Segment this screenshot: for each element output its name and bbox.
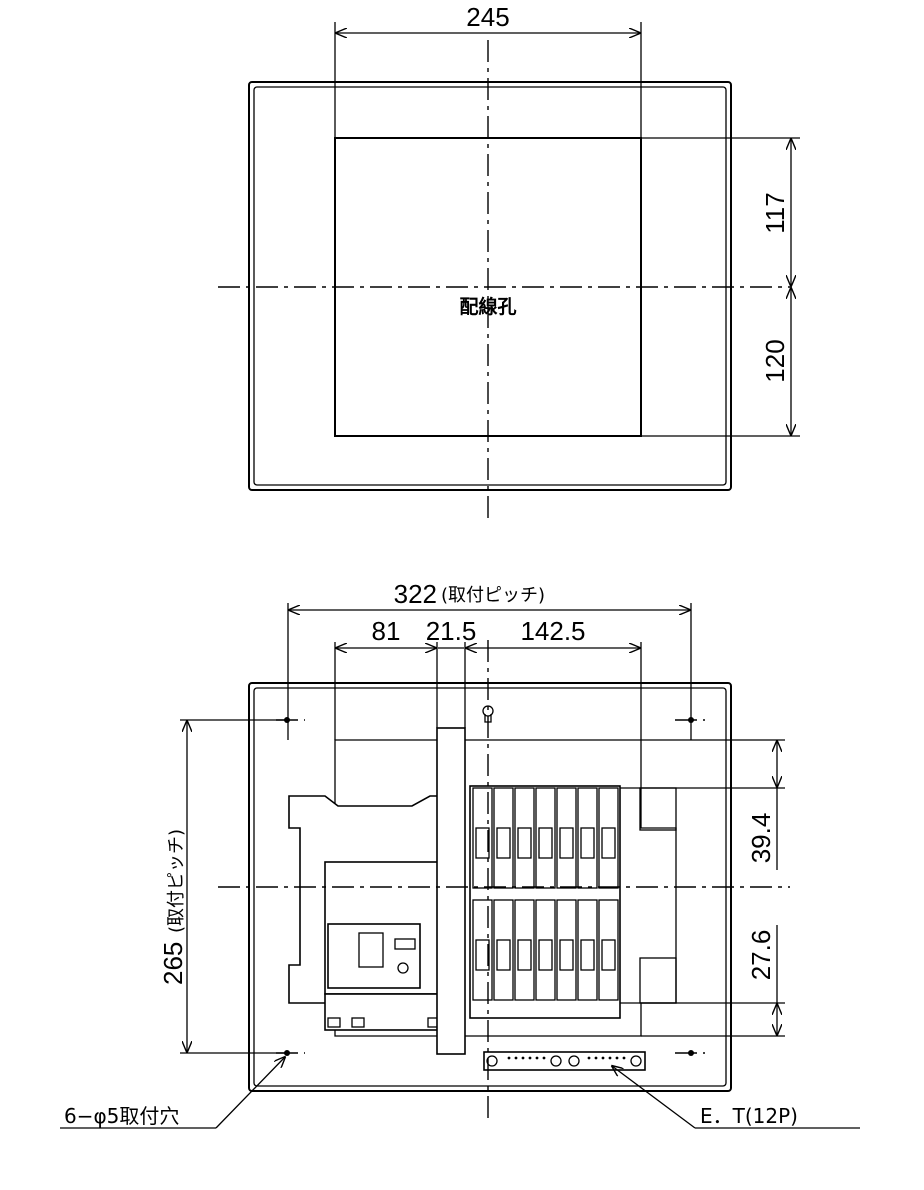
dim-c-label: 142.5	[520, 616, 585, 646]
branch-breaker-handle	[496, 939, 511, 971]
earth-terminal-label: E．T(12P)	[700, 1104, 798, 1128]
branch-breaker	[556, 899, 577, 1001]
top-inner-frame	[253, 86, 727, 486]
leader-mounting-holes	[215, 1057, 285, 1129]
branch-breaker	[493, 899, 514, 1001]
branch-breaker-handle	[538, 827, 553, 859]
branch-breaker	[577, 899, 598, 1001]
branch-breaker-handle	[538, 939, 553, 971]
branch-breaker-handle	[475, 939, 490, 971]
terminal-screw	[550, 1055, 562, 1067]
terminal-point	[587, 1056, 591, 1060]
branch-breaker	[556, 787, 577, 889]
earth-terminal-screws	[486, 1055, 642, 1067]
dim-pitch-h-note: (取付ピッチ)	[441, 585, 545, 606]
terminal-point	[594, 1056, 598, 1060]
breaker-foot-left	[327, 1017, 341, 1028]
plate-tab-upper	[639, 787, 677, 831]
branch-breaker	[514, 899, 535, 1001]
test-button	[394, 938, 416, 950]
terminal-point	[535, 1056, 539, 1060]
branch-breaker-handle	[580, 827, 595, 859]
indicator-lamp	[397, 962, 409, 974]
breaker-panel	[327, 923, 421, 989]
terminal-screw	[486, 1055, 498, 1067]
earth-terminal-strip	[483, 1051, 646, 1071]
branch-breaker	[598, 787, 619, 889]
mounting-holes-label: 6−φ5取付穴	[64, 1104, 179, 1128]
branch-breaker-handle	[496, 827, 511, 859]
terminal-screw	[630, 1055, 642, 1067]
branch-breaker	[472, 899, 493, 1001]
branch-breakers-lower-row	[472, 899, 619, 1001]
branch-breaker	[598, 899, 619, 1001]
terminal-point	[608, 1056, 612, 1060]
branch-breaker	[493, 787, 514, 889]
mounting-hole-top-right	[675, 717, 705, 723]
branch-breaker	[535, 899, 556, 1001]
dim-pitch-v-label: 265	[158, 942, 188, 985]
terminal-point	[542, 1056, 546, 1060]
terminal-point	[528, 1056, 532, 1060]
terminal-point	[521, 1056, 525, 1060]
breaker-foot-mid	[351, 1017, 365, 1028]
branch-breaker-handle	[559, 939, 574, 971]
terminal-point	[622, 1056, 626, 1060]
dim-width-label: 245	[466, 2, 509, 32]
breaker-handle	[358, 932, 384, 968]
wiring-hole-label: 配線孔	[459, 295, 516, 318]
leader-earth-terminal	[612, 1066, 696, 1129]
front-view: 322 (取付ピッチ) 81 21.5 142.5 265 (取付ピッチ) 39…	[60, 579, 860, 1129]
terminal-point	[514, 1056, 518, 1060]
dim-d-label: 39.4	[746, 813, 776, 864]
branch-breaker-handle	[580, 939, 595, 971]
branch-breaker	[577, 787, 598, 889]
dim-lower-label: 120	[760, 339, 790, 382]
terminal-screw	[568, 1055, 580, 1067]
terminal-point	[601, 1056, 605, 1060]
branch-breaker-handle	[517, 939, 532, 971]
dim-a-label: 81	[372, 616, 401, 646]
branch-breaker-handle	[559, 827, 574, 859]
dim-e-label: 27.6	[746, 930, 776, 981]
dim-b-label: 21.5	[426, 616, 477, 646]
branch-breaker-handle	[517, 827, 532, 859]
dim-pitch-v-note: (取付ピッチ)	[166, 829, 187, 933]
branch-breakers-upper-row	[472, 787, 619, 889]
branch-breaker	[472, 787, 493, 889]
branch-breaker-handle	[601, 939, 616, 971]
branch-breaker-block	[469, 785, 621, 1019]
dim-upper-label: 117	[760, 192, 790, 233]
plate-tab-lower	[639, 957, 677, 1004]
terminal-point	[507, 1056, 511, 1060]
top-view: 245 117 120 配線孔	[218, 2, 800, 520]
dim-pitch-h-label: 322	[394, 579, 437, 609]
busbar-bracket	[436, 727, 466, 1055]
top-outer-frame	[248, 81, 732, 491]
branch-breaker	[535, 787, 556, 889]
terminal-point	[615, 1056, 619, 1060]
branch-breaker-handle	[601, 827, 616, 859]
branch-breaker	[514, 787, 535, 889]
main-breaker-lower	[324, 993, 443, 1031]
branch-breaker-handle	[475, 827, 490, 859]
mounting-hole-bottom-right	[675, 1050, 705, 1056]
